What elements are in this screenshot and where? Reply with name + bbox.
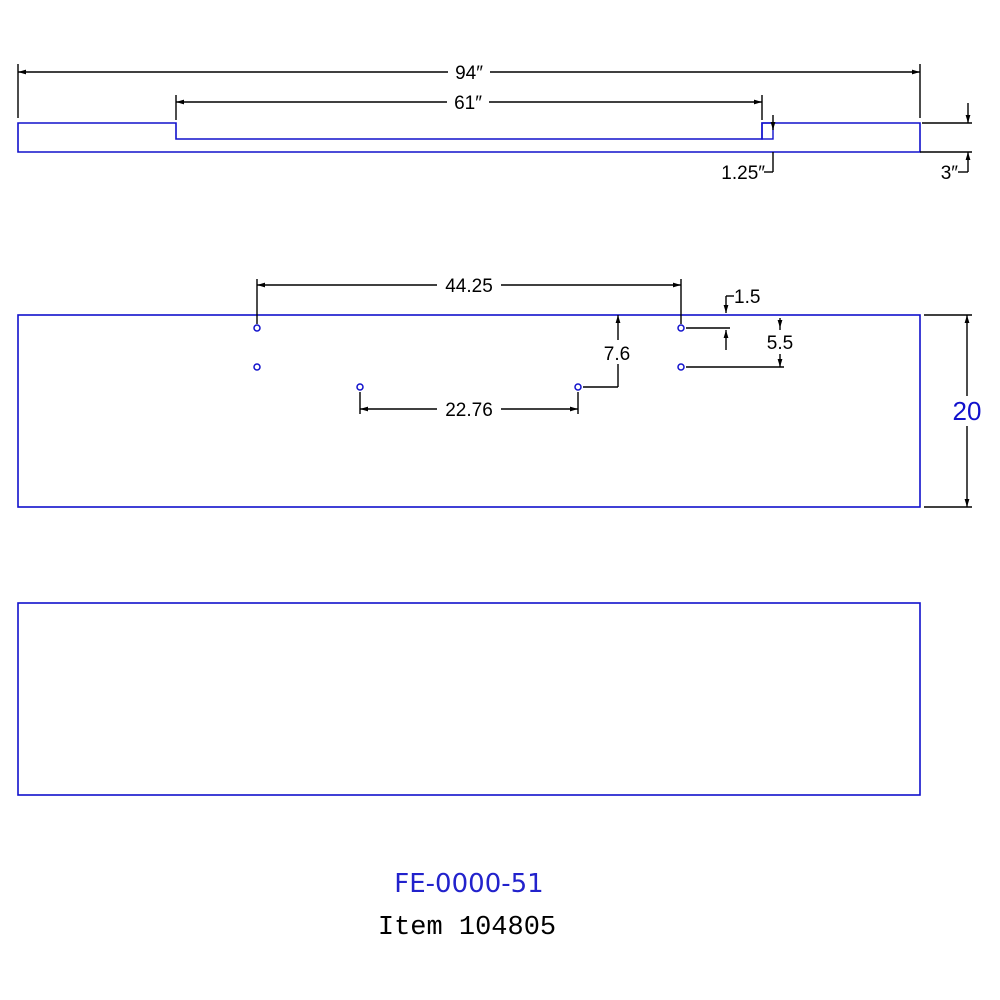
top-view-notch-detail (761, 122, 774, 140)
bottom-view-outline (17, 602, 921, 796)
holes (253, 324, 685, 391)
bottom-view (17, 602, 921, 796)
front-view-outline (17, 314, 921, 508)
hole (677, 324, 685, 332)
dim-notch-depth-label: 1.25″ (721, 163, 765, 184)
label-mask (950, 396, 984, 426)
label-mask (764, 330, 796, 354)
dim-thickness-label: 3″ (941, 163, 959, 184)
dim-notch-depth (764, 115, 776, 173)
label-mask (437, 398, 501, 420)
hole (574, 383, 582, 391)
label-mask (602, 340, 634, 364)
hole (356, 383, 364, 391)
item-number: 104805 (459, 913, 556, 943)
dim-vertical-offset-label: 7.6 (604, 344, 630, 365)
hole (253, 324, 261, 332)
dim-hole-pitch-label: 5.5 (767, 333, 793, 354)
top-view-outline (17, 122, 921, 153)
dim-hole-row-gap-label: 22.76 (445, 400, 493, 421)
top-view: 94″ 61″ 1.25″ 3″ (17, 61, 972, 184)
dim-thickness (920, 103, 972, 173)
label-mask (448, 61, 490, 83)
label-mask (437, 274, 501, 296)
dim-height-label: 20 (953, 396, 982, 426)
part-number: FE-0000-51 (394, 869, 543, 899)
dim-inner-length-label: 61″ (454, 93, 482, 114)
dim-top-offset (686, 295, 734, 350)
label-mask (447, 91, 489, 113)
dim-top-offset-label: 1.5 (734, 287, 760, 308)
hole (253, 363, 261, 371)
front-view: 44.25 22.76 7.6 1.5 5.5 (17, 274, 984, 508)
dim-hole-span-label: 44.25 (445, 276, 493, 297)
item-line: Item 104805 (378, 913, 556, 943)
title-block: FE-0000-51 Item 104805 (378, 869, 556, 943)
dim-overall-length-label: 94″ (455, 63, 483, 84)
hole (677, 363, 685, 371)
item-label: Item (378, 913, 443, 943)
